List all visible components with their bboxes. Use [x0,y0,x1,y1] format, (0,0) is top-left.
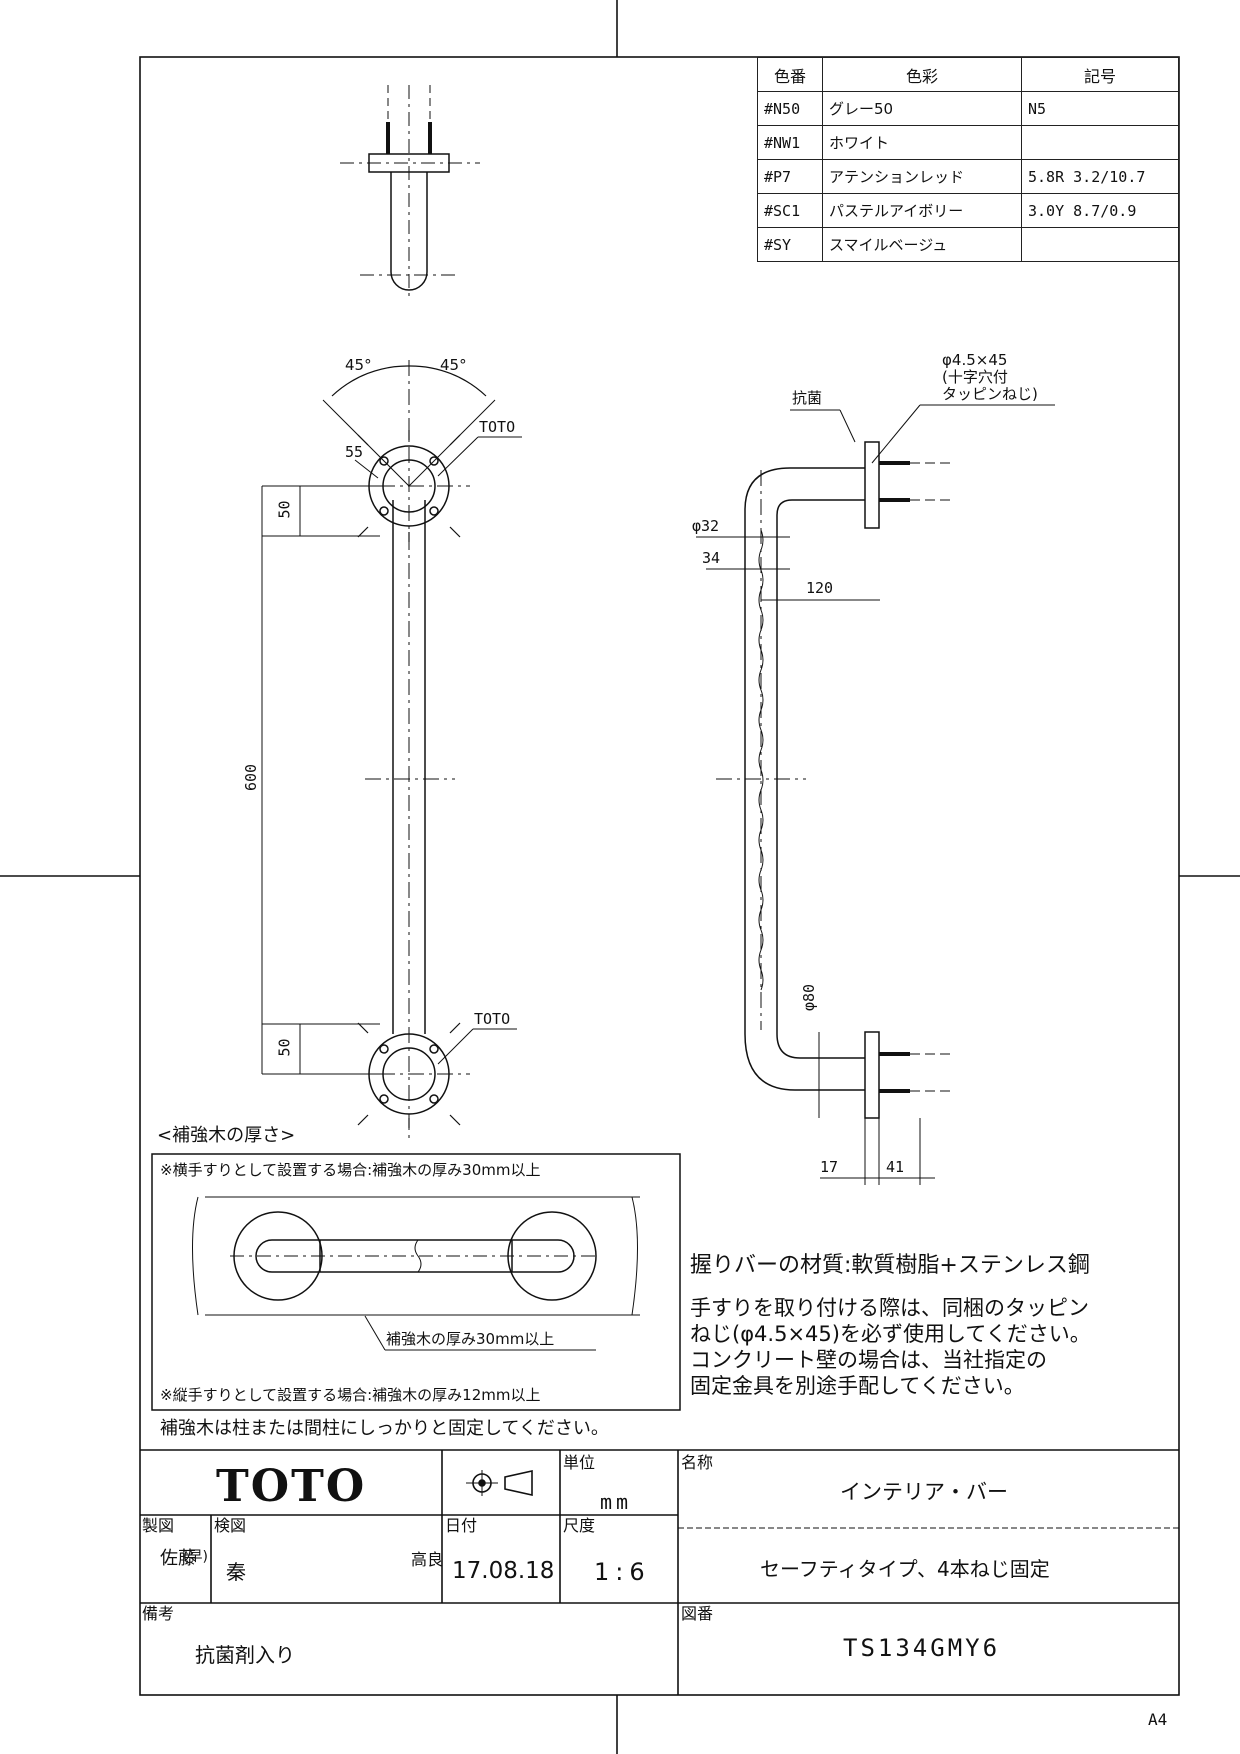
material-note: 握りバーの材質:軟質樹脂+ステンレス鋼 [690,1253,1090,1278]
scale-value: 1:6 [594,1558,651,1586]
color-name: ホワイト [822,125,1022,160]
drawing-number-label: 図番 [681,1604,714,1623]
angle-left-label: 45° [345,356,372,374]
scale-label: 尺度 [563,1516,596,1535]
install-note-line-3: コンクリート壁の場合は、当社指定の [690,1348,1047,1372]
checked-value: 秦 [226,1560,246,1584]
date-value: 17.08.18 [452,1558,555,1584]
horizontal-rail-note: ※横手すりとして設置する場合:補強木の厚み30mm以上 [160,1161,541,1179]
remarks-value: 抗菌剤入り [195,1643,295,1667]
drawn-value: 佐藤 [160,1548,196,1569]
color-code: #SY [757,227,823,262]
fixing-note: 補強木は柱または間柱にしっかりと固定してください。 [160,1418,609,1439]
antibacterial-label: 抗菌 [792,389,823,407]
name-label: 名称 [681,1453,714,1472]
brand-logo: TOTO [216,1461,367,1512]
color-row: #SC1 パステルアイボリー 3.0Y 8.7/0.9 [757,193,1179,228]
dim-600-label: 600 [242,763,261,792]
color-name: パステルアイボリー [822,193,1022,228]
top-view [340,85,480,300]
thickness-label: 補強木の厚み30mm以上 [386,1330,555,1348]
header-color-name: 色彩 [822,57,1022,92]
dim-120-label: 120 [806,579,834,597]
color-table-header: 色番 色彩 記号 [757,57,1179,92]
color-name: アテンションレッド [822,159,1022,194]
color-symbol: N5 [1021,91,1179,126]
remarks-label: 備考 [142,1604,175,1623]
color-symbol: 5.8R 3.2/10.7 [1021,159,1179,194]
logo-label-bottom: TOTO [474,1010,511,1028]
dim-55-label: 55 [345,443,364,461]
reinforcement-diagram [151,1153,681,1411]
install-note-line-2: ねじ(φ4.5×45)を必ず使用してください。 [690,1322,1091,1346]
side-view [696,404,1055,1185]
dim-phi32-label: φ32 [692,517,720,535]
drawn-label: 製図 [142,1516,175,1535]
screw-spec-2: (十字穴付 [942,368,1008,386]
color-symbol: 3.0Y 8.7/0.9 [1021,193,1179,228]
header-color-code: 色番 [757,57,823,92]
checked-label: 検図 [214,1516,247,1535]
paper-size-label: A4 [1148,1710,1168,1729]
angle-right-label: 45° [440,356,467,374]
install-note-line-4: 固定金具を別途手配してください。 [690,1374,1025,1398]
product-name: インテリア・バー [840,1480,1008,1504]
color-code: #SC1 [757,193,823,228]
vertical-rail-note: ※縦手すりとして設置する場合:補強木の厚み12mm以上 [160,1386,541,1404]
unit-value: mm [600,1490,633,1514]
drawing-number: TS134GMY6 [843,1634,1001,1662]
dim-34-label: 34 [702,549,721,567]
color-table: 色番 色彩 記号 #N50 グレー50 N5 #NW1 ホワイト #P7 アテン… [757,57,1179,262]
color-name: グレー50 [822,91,1022,126]
screw-spec-1: φ4.5×45 [942,351,1008,369]
checked-stamp: 高良 [411,1550,444,1569]
header-symbol: 記号 [1021,57,1179,92]
screw-spec-3: タッピンねじ) [942,385,1038,403]
front-view [261,360,522,1140]
color-code: #NW1 [757,125,823,160]
dim-41-label: 41 [886,1158,905,1176]
product-subtitle: セーフティタイプ、4本ねじ固定 [760,1557,1050,1581]
color-symbol [1021,227,1179,262]
install-note-line-1: 手すりを取り付ける際は、同梱のタッピン [690,1296,1089,1320]
color-row: #NW1 ホワイト [757,125,1179,160]
color-row: #P7 アテンションレッド 5.8R 3.2/10.7 [757,159,1179,194]
drawn-stamp: (早) [183,1549,208,1565]
color-symbol [1021,125,1179,160]
dim-bottom-50-label: 50 [275,1038,294,1057]
color-name: スマイルベージュ [822,227,1022,262]
color-row: #N50 グレー50 N5 [757,91,1179,126]
date-label: 日付 [445,1516,478,1535]
reinforcement-title: <補強木の厚さ> [157,1125,296,1146]
logo-label-top: TOTO [479,418,516,436]
dim-top-50-label: 50 [275,500,294,519]
unit-label: 単位 [563,1453,596,1472]
title-block [140,1449,1179,1695]
color-code: #N50 [757,91,823,126]
dim-17-label: 17 [820,1158,839,1176]
dim-phi80-label: φ80 [800,983,819,1012]
color-row: #SY スマイルベージュ [757,227,1179,262]
color-code: #P7 [757,159,823,194]
